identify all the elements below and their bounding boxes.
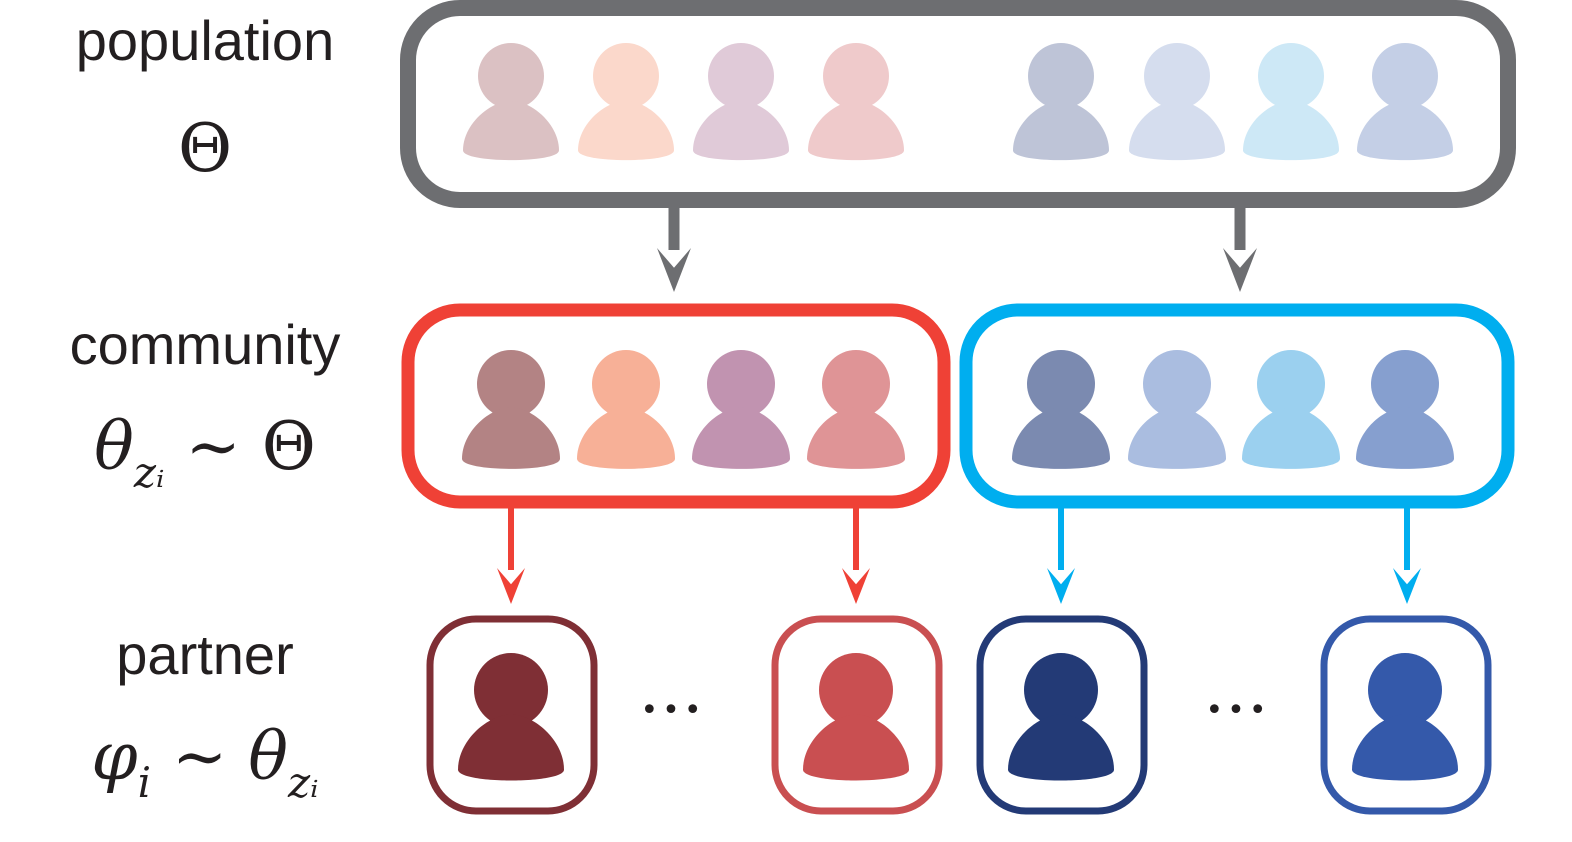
person-head-icon	[1028, 43, 1094, 109]
population-box	[400, 0, 1516, 208]
person-head-icon	[1143, 350, 1211, 418]
person-head-icon	[477, 350, 545, 418]
person-body-icon	[1356, 407, 1454, 469]
population-person-icon	[808, 43, 904, 161]
person-body-icon	[1008, 714, 1114, 781]
person-head-icon	[1027, 350, 1095, 418]
person-body-icon	[462, 407, 560, 469]
population-person-icon	[1129, 43, 1225, 161]
arrow-blue-to-partner	[1047, 508, 1075, 604]
community-person-icon	[462, 350, 560, 469]
person-head-icon	[1257, 350, 1325, 418]
arrow-red-to-partner	[842, 508, 870, 604]
person-body-icon	[458, 714, 564, 781]
partner-theta-sub: zᵢ	[288, 758, 319, 807]
arrow-red-to-partner	[497, 508, 525, 604]
population-symbol: Θ	[177, 110, 233, 187]
population-person-icon	[578, 43, 674, 161]
arrow-population-to-red	[657, 208, 691, 292]
community-math: θzᵢ ∼ Θ	[0, 408, 410, 497]
person-body-icon	[578, 101, 674, 161]
partner-person-icon	[458, 653, 564, 781]
community-person-icon	[1128, 350, 1226, 469]
community-person-icon	[1242, 350, 1340, 469]
person-head-icon	[822, 350, 890, 418]
person-head-icon	[708, 43, 774, 109]
person-head-icon	[1371, 350, 1439, 418]
population-person-icon	[693, 43, 789, 161]
community-person-icon	[1012, 350, 1110, 469]
community-Theta: Θ	[261, 408, 316, 485]
population-person-icon	[1243, 43, 1339, 161]
partner-phi-sub: i	[137, 758, 152, 807]
person-body-icon	[808, 101, 904, 161]
person-head-icon	[707, 350, 775, 418]
person-head-icon	[1024, 653, 1098, 727]
person-body-icon	[1013, 101, 1109, 161]
community-label: community	[69, 313, 341, 376]
partner-phi: φ	[91, 718, 138, 795]
person-head-icon	[1144, 43, 1210, 109]
population-person-icon	[463, 43, 559, 161]
population-label: population	[75, 9, 335, 72]
person-head-icon	[1368, 653, 1442, 727]
person-body-icon	[692, 407, 790, 469]
person-body-icon	[1352, 714, 1458, 781]
community-person-icon	[692, 350, 790, 469]
person-body-icon	[1012, 407, 1110, 469]
person-body-icon	[1128, 407, 1226, 469]
person-head-icon	[593, 43, 659, 109]
person-head-icon	[819, 653, 893, 727]
person-body-icon	[803, 714, 909, 781]
arrow-population-to-blue	[1223, 208, 1257, 292]
person-body-icon	[1357, 101, 1453, 161]
person-head-icon	[823, 43, 889, 109]
arrow-blue-to-partner	[1393, 508, 1421, 604]
population-math: Θ	[0, 110, 410, 187]
person-body-icon	[1129, 101, 1225, 161]
person-body-icon	[463, 101, 559, 161]
person-body-icon	[807, 407, 905, 469]
community-person-icon	[807, 350, 905, 469]
person-head-icon	[478, 43, 544, 109]
partner-label: partner	[116, 623, 294, 686]
partner-sim: ∼	[172, 718, 228, 795]
partner-math: φi ∼ θzᵢ	[0, 718, 410, 807]
person-body-icon	[577, 407, 675, 469]
community-theta: θ	[94, 408, 134, 485]
partner-theta: θ	[248, 718, 289, 795]
population-person-icon	[1013, 43, 1109, 161]
person-head-icon	[474, 653, 548, 727]
community-theta-sub: zᵢ	[133, 448, 165, 497]
community-person-icon	[577, 350, 675, 469]
ellipsis-blue: •••	[1205, 693, 1270, 728]
partner-person-icon	[803, 653, 909, 781]
person-head-icon	[1372, 43, 1438, 109]
partner-person-icon	[1008, 653, 1114, 781]
population-person-icon	[1357, 43, 1453, 161]
partner-person-icon	[1352, 653, 1458, 781]
person-body-icon	[1242, 407, 1340, 469]
ellipsis-red: •••	[640, 693, 705, 728]
person-body-icon	[1243, 101, 1339, 161]
person-body-icon	[693, 101, 789, 161]
person-head-icon	[1258, 43, 1324, 109]
community-sim: ∼	[185, 408, 241, 485]
person-head-icon	[592, 350, 660, 418]
community-person-icon	[1356, 350, 1454, 469]
